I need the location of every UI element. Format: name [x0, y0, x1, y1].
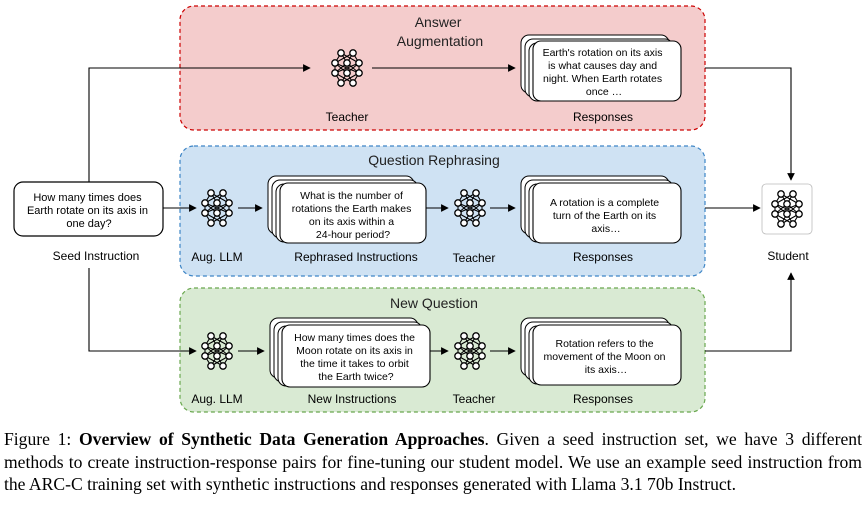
rephrase-response-line-2: turn of the Earth on its: [553, 210, 656, 222]
new-instructions-label: New Instructions: [308, 392, 397, 406]
rephrase-teacher-label: Teacher: [453, 251, 496, 265]
svg-text:Earth's rotation on its axis: Earth's rotation on its axis is what cau…: [543, 47, 666, 98]
svg-text:Answer Augmentation: Answer Augmentation: [397, 14, 483, 49]
figure-caption: Figure 1: Overview of Synthetic Data Gen…: [4, 428, 862, 496]
newq-instruction-line-3: the time it takes to orbit: [300, 358, 409, 370]
answer-title-line-1: Answer: [415, 14, 462, 30]
answer-teacher-label: Teacher: [326, 110, 369, 124]
seed-instruction-label: Seed Instruction: [53, 249, 140, 263]
svg-text:Rotation refers to the m: Rotation refers to the movement of the M…: [544, 338, 669, 376]
answer-response-line-2: is what causes day and: [548, 60, 657, 72]
rephrase-title: Question Rephrasing: [368, 152, 500, 168]
newq-response-line-3: its axis…: [585, 364, 628, 376]
answer-response-line-1: Earth's rotation on its axis: [543, 47, 663, 59]
newq-responses-stack: Rotation refers to the movement of the M…: [520, 317, 682, 386]
student-node: [761, 183, 813, 235]
caption-bold-title: Overview of Synthetic Data Generation Ap…: [78, 429, 485, 449]
rephrase-instruction-line-4: 24-hour period?: [316, 229, 390, 241]
rephrase-response-line-3: axis…: [591, 223, 620, 235]
connector-arrows: [88, 64, 795, 355]
newq-instruction-line-4: the Earth twice?: [318, 371, 393, 383]
seed-line-3: one day?: [66, 218, 111, 230]
answer-response-line-3: night. When Earth rotates: [543, 73, 662, 85]
rephrase-instruction-line-3: on its axis within a: [309, 216, 394, 228]
new-question-title: New Question: [390, 295, 478, 311]
seed-line-1: How many times does: [33, 192, 142, 204]
newq-response-line-1: Rotation refers to the: [556, 338, 654, 350]
student-label: Student: [767, 249, 809, 263]
rephrase-response-line-1: A rotation is a complete: [550, 197, 659, 209]
newq-instruction-line-1: How many times does the: [294, 332, 415, 344]
rephrase-instruction-line-2: rotations the Earth makes: [292, 203, 412, 215]
rephrased-instructions-label: Rephrased Instructions: [294, 250, 417, 264]
newq-instruction-line-2: Moon rotate on its axis in: [296, 345, 413, 357]
newq-teacher-label: Teacher: [453, 392, 496, 406]
new-instructions-stack: How many times does the Moon rotate on i…: [269, 317, 431, 388]
pipeline-diagram: How many times does Earth rotate on its …: [13, 5, 813, 413]
answer-title-line-2: Augmentation: [397, 33, 483, 49]
newq-aug-llm-label: Aug. LLM: [191, 392, 242, 406]
svg-text:A rotation is a complete: A rotation is a complete turn of the Ear…: [550, 197, 662, 235]
svg-text:What is the number of ro: What is the number of rotations the Eart…: [292, 190, 415, 241]
newq-response-line-2: movement of the Moon on: [544, 351, 666, 363]
rephrase-instruction-line-1: What is the number of: [300, 190, 403, 202]
rephrase-responses-stack: A rotation is a complete turn of the Ear…: [520, 175, 682, 244]
caption-label: Figure 1:: [4, 429, 72, 449]
rephrase-responses-label: Responses: [573, 250, 633, 264]
answer-responses-stack: Earth's rotation on its axis is what cau…: [520, 34, 682, 102]
newq-responses-label: Responses: [573, 392, 633, 406]
caption-text: . Given a seed instruction set, we have …: [4, 429, 862, 494]
answer-response-line-4: once …: [586, 86, 622, 98]
seed-instruction-box: How many times does Earth rotate on its …: [13, 181, 164, 237]
svg-text:How many times does Eart: How many times does Earth rotate on its …: [27, 192, 151, 230]
answer-responses-label: Responses: [573, 110, 633, 124]
rephrased-instructions-stack: What is the number of rotations the Eart…: [267, 175, 427, 244]
seed-line-2: Earth rotate on its axis in: [27, 205, 148, 217]
rephrase-aug-llm-label: Aug. LLM: [191, 250, 242, 264]
svg-text:How many times does the: How many times does the Moon rotate on i…: [294, 332, 418, 383]
